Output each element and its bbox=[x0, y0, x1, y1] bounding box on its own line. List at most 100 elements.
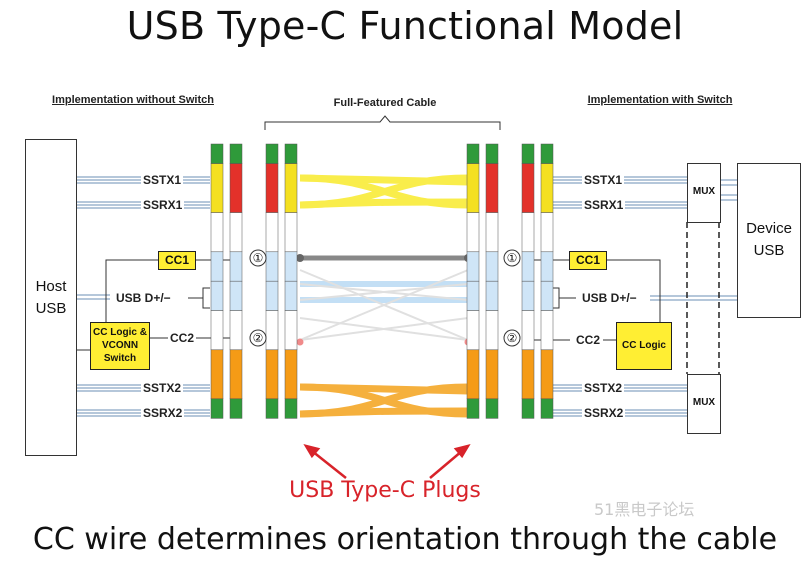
orientation-mark-1-left: ① bbox=[253, 251, 264, 265]
mux-bottom: MUX bbox=[687, 374, 721, 434]
right-receptacle-strip-a-pin-5 bbox=[521, 310, 535, 351]
left-plug-strip-a bbox=[265, 143, 279, 419]
right-plug-strip-b-pin-0 bbox=[485, 143, 499, 164]
left-plug-strip-b-pin-6 bbox=[284, 349, 298, 400]
left-ssrx2-label: SSRX2 bbox=[141, 406, 185, 420]
left-plug-strip-b bbox=[284, 143, 298, 419]
right-receptacle-strip-a-pin-4 bbox=[521, 280, 535, 311]
right-receptacle-strip-b-pin-5 bbox=[540, 310, 554, 351]
left-plug-strip-b-pin-2 bbox=[284, 212, 298, 253]
left-plug-strip-b-pin-5 bbox=[284, 310, 298, 351]
left-usb-bracket bbox=[202, 287, 210, 309]
host-usb-label: Host USB bbox=[35, 278, 67, 317]
header-with-switch: Implementation with Switch bbox=[587, 94, 733, 106]
right-cc2-label: CC2 bbox=[574, 333, 603, 347]
left-plug-strip-b-pin-3 bbox=[284, 251, 298, 282]
left-plug-strip-a-pin-5 bbox=[265, 310, 279, 351]
right-plug-strip-a-pin-3 bbox=[466, 251, 480, 282]
right-receptacle-strip-a bbox=[521, 143, 535, 419]
left-plug-strip-a-pin-6 bbox=[265, 349, 279, 400]
right-receptacle-strip-a-pin-2 bbox=[521, 212, 535, 253]
left-usb-label: USB D+/− bbox=[114, 291, 173, 305]
left-receptacle-strip-b-pin-3 bbox=[229, 251, 243, 282]
right-receptacle-strip-b bbox=[540, 143, 554, 419]
left-plug-strip-a-pin-2 bbox=[265, 212, 279, 253]
left-receptacle-strip-b-pin-2 bbox=[229, 212, 243, 253]
right-receptacle-strip-a-pin-7 bbox=[521, 398, 535, 419]
host-usb-box: Host USB bbox=[25, 139, 77, 456]
right-usb-label: USB D+/− bbox=[580, 291, 639, 305]
left-receptacle-strip-b-pin-1 bbox=[229, 163, 243, 213]
right-receptacle-strip-b-pin-2 bbox=[540, 212, 554, 253]
device-usb-box: Device USB bbox=[737, 163, 801, 318]
left-receptacle-strip-b bbox=[229, 143, 243, 419]
left-plug-strip-a-pin-4 bbox=[265, 280, 279, 311]
right-receptacle-strip-a-pin-0 bbox=[521, 143, 535, 164]
left-cc-logic-box: CC Logic & VCONN Switch bbox=[90, 322, 150, 370]
left-receptacle-strip-a-pin-2 bbox=[210, 212, 224, 253]
right-ssrx2-label: SSRX2 bbox=[582, 406, 626, 420]
right-plug-strip-a-pin-6 bbox=[466, 349, 480, 400]
left-receptacle-strip-b-pin-0 bbox=[229, 143, 243, 164]
right-plug-strip-a-pin-5 bbox=[466, 310, 480, 351]
left-receptacle-strip-a-pin-6 bbox=[210, 349, 224, 400]
left-plug-strip-b-pin-4 bbox=[284, 280, 298, 311]
right-receptacle-strip-b-pin-1 bbox=[540, 163, 554, 213]
left-receptacle-strip-a bbox=[210, 143, 224, 419]
right-receptacle-strip-b-pin-0 bbox=[540, 143, 554, 164]
plug-arrows bbox=[303, 444, 471, 479]
right-plug-strip-a-pin-4 bbox=[466, 280, 480, 311]
left-receptacle-strip-a-pin-7 bbox=[210, 398, 224, 419]
right-sstx2-label: SSTX2 bbox=[582, 381, 625, 395]
mux-top-label: MUX bbox=[692, 186, 716, 197]
right-plug-strip-a-pin-1 bbox=[466, 163, 480, 213]
mux-bottom-label: MUX bbox=[692, 397, 716, 408]
left-receptacle-strip-a-pin-1 bbox=[210, 163, 224, 213]
right-receptacle-strip-b-pin-7 bbox=[540, 398, 554, 419]
right-ssrx1-label: SSRX1 bbox=[582, 198, 626, 212]
left-cc1-box: CC1 bbox=[158, 251, 196, 270]
right-plug-strip-a-pin-0 bbox=[466, 143, 480, 164]
left-receptacle-strip-b-pin-7 bbox=[229, 398, 243, 419]
right-plug-strip-b-pin-6 bbox=[485, 349, 499, 400]
cable-bracket bbox=[264, 115, 501, 130]
left-ssrx1-label: SSRX1 bbox=[141, 198, 185, 212]
diagram-caption: CC wire determines orientation through t… bbox=[32, 522, 778, 557]
right-receptacle-strip-a-pin-1 bbox=[521, 163, 535, 213]
device-usb-label: Device USB bbox=[746, 220, 792, 259]
cable-wires bbox=[296, 174, 472, 418]
header-without-switch: Implementation without Switch bbox=[52, 94, 214, 106]
right-plug-strip-a bbox=[466, 143, 480, 419]
left-plug-strip-a-pin-3 bbox=[265, 251, 279, 282]
left-receptacle-strip-b-pin-6 bbox=[229, 349, 243, 400]
left-receptacle-strip-a-pin-4 bbox=[210, 280, 224, 311]
mux-top: MUX bbox=[687, 163, 721, 223]
left-plug-strip-b-pin-1 bbox=[284, 163, 298, 213]
right-receptacle-strip-a-pin-3 bbox=[521, 251, 535, 282]
left-plug-strip-b-pin-7 bbox=[284, 398, 298, 419]
right-receptacle-strip-b-pin-6 bbox=[540, 349, 554, 400]
right-plug-strip-b-pin-1 bbox=[485, 163, 499, 213]
left-receptacle-strip-a-pin-5 bbox=[210, 310, 224, 351]
watermark: 51黑电子论坛 bbox=[594, 500, 695, 519]
right-plug-strip-b-pin-3 bbox=[485, 251, 499, 282]
right-sstx1-label: SSTX1 bbox=[582, 173, 625, 187]
left-receptacle-strip-a-pin-3 bbox=[210, 251, 224, 282]
orientation-mark-2-left: ② bbox=[253, 331, 264, 345]
left-receptacle-strip-a-pin-0 bbox=[210, 143, 224, 164]
left-receptacle-strip-b-pin-4 bbox=[229, 280, 243, 311]
mux-dashed-lines bbox=[686, 222, 720, 374]
orientation-mark-2-right: ② bbox=[507, 331, 518, 345]
left-plug-strip-a-pin-7 bbox=[265, 398, 279, 419]
right-receptacle-strip-b-pin-4 bbox=[540, 280, 554, 311]
right-plug-strip-b-pin-4 bbox=[485, 280, 499, 311]
right-plug-strip-b-pin-7 bbox=[485, 398, 499, 419]
left-plug-strip-a-pin-0 bbox=[265, 143, 279, 164]
right-plug-strip-a-pin-7 bbox=[466, 398, 480, 419]
header-cable: Full-Featured Cable bbox=[333, 97, 437, 109]
right-plug-strip-b bbox=[485, 143, 499, 419]
left-plug-strip-a-pin-1 bbox=[265, 163, 279, 213]
plugs-label: USB Type-C Plugs bbox=[289, 478, 481, 503]
right-cc-logic-box: CC Logic bbox=[616, 322, 672, 370]
